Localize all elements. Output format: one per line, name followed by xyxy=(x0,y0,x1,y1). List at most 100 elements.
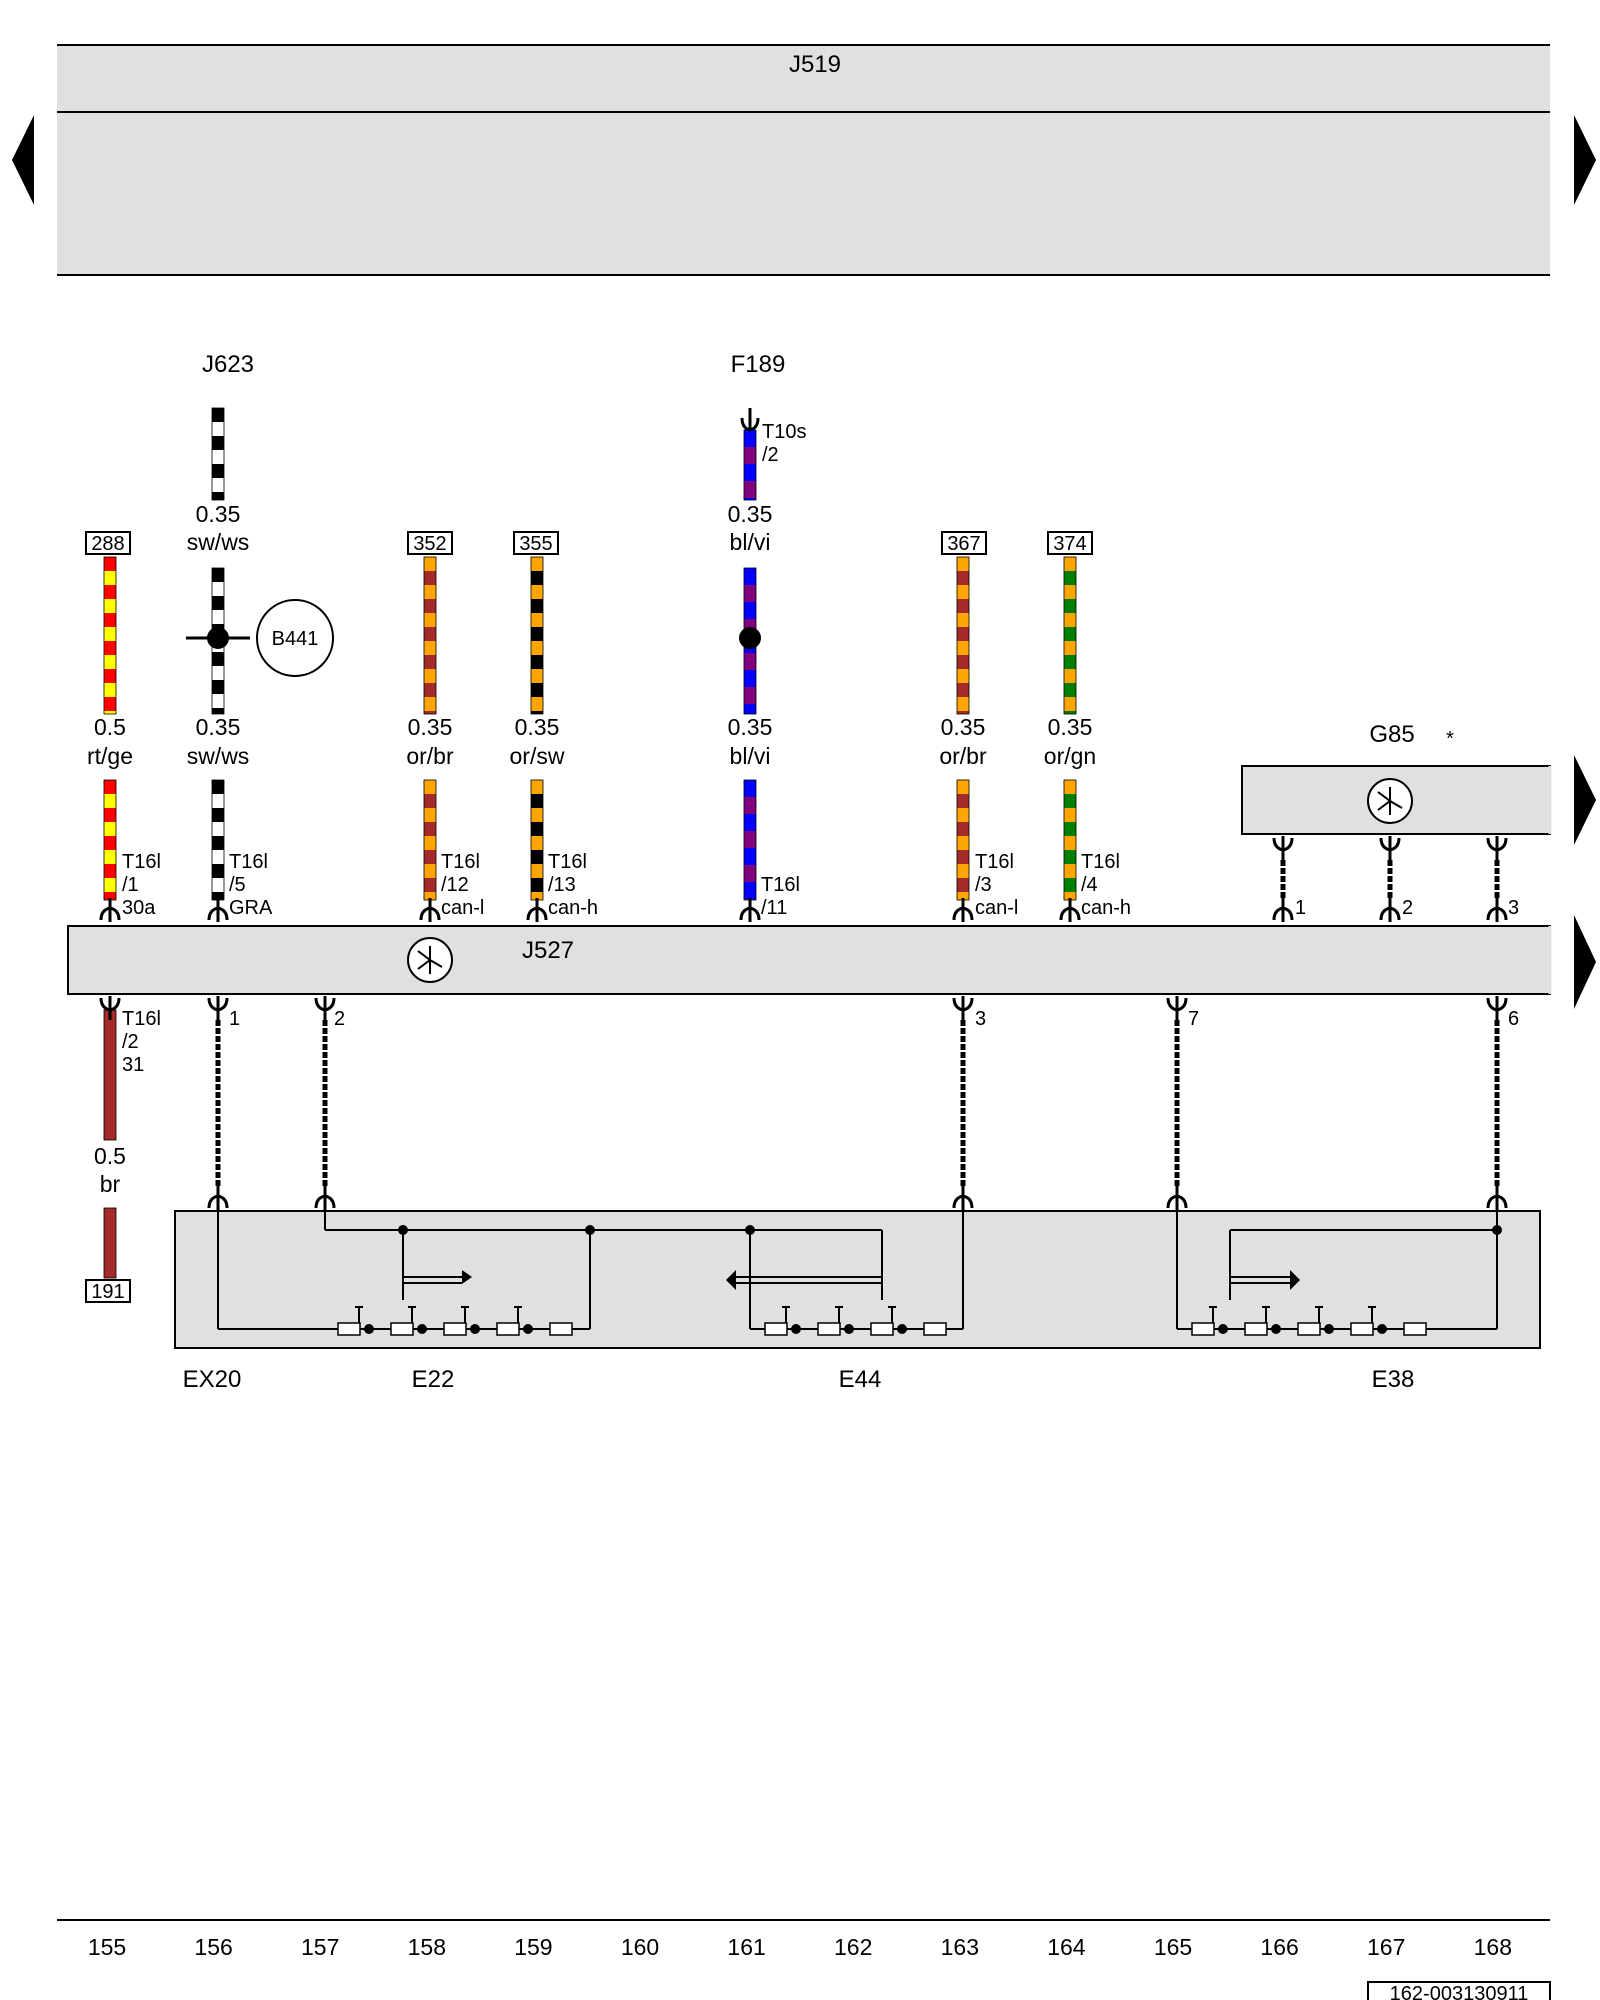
svg-text:or/br: or/br xyxy=(939,743,987,769)
wire-355-mid xyxy=(530,556,544,715)
connector-top-5 xyxy=(739,898,761,922)
svg-text:6: 6 xyxy=(1508,1008,1519,1030)
wire-374-low xyxy=(1063,779,1077,901)
grid-number: 155 xyxy=(88,1934,126,1960)
wire-segments xyxy=(103,407,1077,1279)
svg-text:1: 1 xyxy=(229,1008,240,1030)
ref-box-191: 191 xyxy=(85,1279,131,1303)
b441-label: B441 xyxy=(272,628,319,650)
g85-star: * xyxy=(1446,728,1454,750)
svg-text:or/gn: or/gn xyxy=(1044,743,1096,769)
j527-continue-arrow-icon[interactable] xyxy=(1574,915,1596,1009)
connector-bottom-1 xyxy=(99,996,121,1020)
connector-g85-3 xyxy=(1486,836,1508,860)
svg-text:/11: /11 xyxy=(761,897,787,919)
svg-text:0.35: 0.35 xyxy=(728,714,773,740)
ref-box-288: 288 xyxy=(85,531,131,555)
svg-text:bl/vi: bl/vi xyxy=(730,743,771,769)
connector-top-6 xyxy=(952,898,974,922)
page-next-arrow-icon[interactable] xyxy=(1574,115,1596,205)
connector-g85-j527-3 xyxy=(1486,898,1508,922)
ref-box-367: 367 xyxy=(941,531,987,555)
svg-text:can-l: can-l xyxy=(975,897,1018,919)
svg-text:T16l: T16l xyxy=(122,851,161,873)
svg-text:191: 191 xyxy=(91,1281,124,1303)
grid-number: 166 xyxy=(1260,1934,1298,1960)
svg-text:GRA: GRA xyxy=(229,897,273,919)
svg-text:can-h: can-h xyxy=(1081,897,1131,919)
svg-text:or/sw: or/sw xyxy=(510,743,565,769)
grid-number: 162 xyxy=(834,1934,872,1960)
pin-label-f189-line2: /2 xyxy=(762,444,779,466)
splice-dot-f189 xyxy=(739,627,761,649)
svg-text:355: 355 xyxy=(519,533,552,555)
wire-ground-lower xyxy=(103,1207,117,1279)
svg-text:/4: /4 xyxy=(1081,874,1098,896)
svg-text:0.5: 0.5 xyxy=(94,1143,126,1169)
svg-text:0.35: 0.35 xyxy=(941,714,986,740)
connector-bottom-4 xyxy=(952,996,974,1020)
ref-box-374: 374 xyxy=(1047,531,1093,555)
connector-top-2 xyxy=(207,898,229,922)
g85-continue-arrow-icon[interactable] xyxy=(1574,755,1596,845)
grid-number: 159 xyxy=(514,1934,552,1960)
page-prev-arrow-icon[interactable] xyxy=(12,115,34,205)
ex20-module xyxy=(174,1210,1541,1349)
svg-text:1: 1 xyxy=(1295,897,1306,919)
svg-text:352: 352 xyxy=(413,533,446,555)
ex20-internal-circuit xyxy=(217,1200,1502,1336)
wire-f189-top xyxy=(743,429,757,501)
f189-label: F189 xyxy=(731,351,786,378)
wire-355-low xyxy=(530,779,544,901)
switch-wires xyxy=(215,860,1500,1188)
connector-bottom-6 xyxy=(1486,996,1508,1020)
svg-text:0.35: 0.35 xyxy=(196,501,241,527)
connector-bottom-5 xyxy=(1166,996,1188,1020)
svg-text:0.5: 0.5 xyxy=(94,714,126,740)
wire-j623-top xyxy=(211,407,225,501)
connector-top-4 xyxy=(526,898,548,922)
svg-text:/12: /12 xyxy=(441,874,469,896)
connector-bottom-2 xyxy=(207,996,229,1020)
pin-label-f189-line1: T10s xyxy=(762,421,806,443)
svg-text:/3: /3 xyxy=(975,874,992,896)
svg-text:288: 288 xyxy=(91,533,124,555)
splice-dot xyxy=(207,627,229,649)
grid-number: 168 xyxy=(1474,1934,1512,1960)
connector-g85-j527-1 xyxy=(1272,898,1294,922)
connector-bottom-3 xyxy=(314,996,336,1020)
svg-text:bl/vi: bl/vi xyxy=(730,529,771,555)
ref-box-355: 355 xyxy=(513,531,559,555)
svg-text:2: 2 xyxy=(1402,897,1413,919)
wire-352-mid xyxy=(423,556,437,715)
j623-label: J623 xyxy=(202,351,254,378)
grid-number: 165 xyxy=(1154,1934,1192,1960)
e38-label: E38 xyxy=(1372,1366,1415,1393)
connector-g85-j527-2 xyxy=(1379,898,1401,922)
wire-sw-low xyxy=(211,779,225,901)
e44-label: E44 xyxy=(839,1366,882,1393)
svg-text:T16l: T16l xyxy=(548,851,587,873)
svg-text:can-l: can-l xyxy=(441,897,484,919)
j519-module: J519 xyxy=(57,44,1550,276)
connector-g85-1 xyxy=(1272,836,1294,860)
svg-text:T16l: T16l xyxy=(122,1008,161,1030)
grid-number: 160 xyxy=(621,1934,659,1960)
svg-text:2: 2 xyxy=(334,1008,345,1030)
svg-text:sw/ws: sw/ws xyxy=(187,529,250,555)
pin-labels-top: T16l /1 30a T16l /5 GRA T16l /12 can-l T… xyxy=(122,851,1519,919)
svg-text:T16l: T16l xyxy=(975,851,1014,873)
connector-top-1 xyxy=(99,898,121,922)
connector-top-7 xyxy=(1059,898,1081,922)
grid-number: 158 xyxy=(408,1934,446,1960)
svg-text:374: 374 xyxy=(1053,533,1086,555)
grid-number: 156 xyxy=(194,1934,232,1960)
svg-text:0.35: 0.35 xyxy=(515,714,560,740)
svg-text:T16l: T16l xyxy=(441,851,480,873)
wire-ground-upper xyxy=(103,1009,117,1141)
wire-367-mid xyxy=(956,556,970,715)
j527-module xyxy=(67,925,1552,995)
svg-text:0.35: 0.35 xyxy=(408,714,453,740)
